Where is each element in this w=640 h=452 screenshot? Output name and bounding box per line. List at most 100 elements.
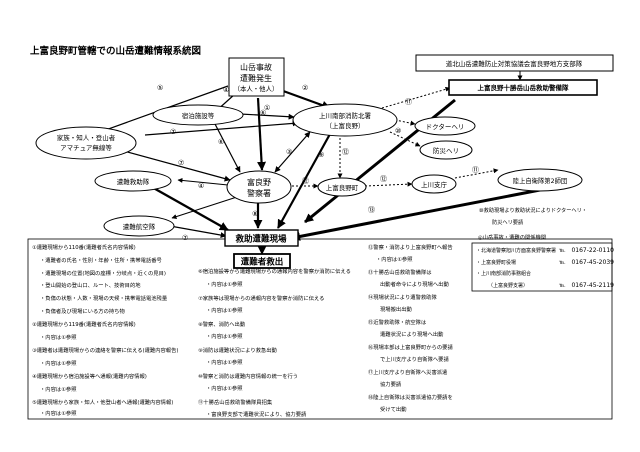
arrow-fire-police bbox=[274, 131, 311, 173]
node-air-team-label: 遭難航空隊 bbox=[123, 222, 156, 231]
arrow-town-kamikawa bbox=[364, 181, 413, 187]
contact-4-name: （上富良野支署） bbox=[488, 282, 528, 289]
node-doctor-heli-label: ドクターヘリ bbox=[426, 122, 465, 131]
num-10: ⑩ bbox=[395, 127, 401, 135]
note-c1-9: ・内容は①参照 bbox=[40, 361, 77, 367]
note-c1-1: ・遭難者の氏名・性別・年齢・住所・携帯電話番号 bbox=[40, 258, 162, 264]
note-c1-2: ・遭難現場の位置(地図の座標・分岐点・近くの見目) bbox=[40, 271, 166, 277]
diagram-title: 上富良野町管轄での山岳遭難情報系統図 bbox=[30, 45, 201, 57]
num-2: ② bbox=[302, 84, 308, 92]
note-c2-2: ⑦家族等は現場からの通報内容を警察か消防に伝える bbox=[198, 296, 325, 302]
contact-1-name: ・北海道警察旭川方面富良野警察署 bbox=[476, 247, 556, 254]
node-lodging bbox=[152, 104, 244, 126]
node-fire-line2: （上富良野） bbox=[326, 121, 365, 130]
step-numbers: ⑤ ④ ② ① ⑥ ⑦ ⑥ ③ ⑨ ⑫ ⑪ ⑩ ⑦ ④ ⑫ ⑫ ⑪ ⑧ ⑦ ⑬ bbox=[157, 84, 479, 242]
note-c1-8: ③遭難者は遭難現場からの連絡を警察に伝える(遭難内容報告) bbox=[32, 348, 179, 354]
note-c3-7: 遭難状況により現場へ出動 bbox=[380, 332, 444, 338]
arrow-family-fire bbox=[144, 120, 299, 136]
contact-3-name: ・上川南部消防事務組合 bbox=[476, 270, 531, 277]
node-police bbox=[226, 170, 292, 204]
arrow-airteam-site bbox=[169, 225, 227, 239]
note-c3-3: 出動者命令により現場へ出動 bbox=[380, 282, 449, 288]
note-c2-7: ・内容は①参照 bbox=[206, 360, 243, 366]
note-c3-11: 協力要請 bbox=[380, 382, 402, 388]
note-c3-1: ・内容は①参照 bbox=[376, 257, 413, 263]
num-6: ⑥ bbox=[260, 109, 266, 117]
contact-2-name: ・上富良野町役場 bbox=[476, 259, 516, 266]
note-c3-5: 現場搬出出動 bbox=[380, 307, 412, 313]
arrow-police-rescueteam bbox=[177, 177, 229, 186]
note-c2-10: ⑪十勝岳山岳救助警備隊員招集 bbox=[198, 400, 273, 406]
num-11: ⑪ bbox=[405, 98, 412, 106]
note-c3-8: ⑯現場本部は上富良野町からの要請 bbox=[368, 345, 453, 351]
contact-2-tel: ℡ 0167-45-2039 bbox=[558, 259, 614, 266]
note-c3-12: ⑱陸上自衛隊は災害派遣協力要請を bbox=[368, 395, 453, 401]
contact-4-tel: ℡ 0167-45-2119 bbox=[558, 282, 614, 289]
num-13: ⑬ bbox=[368, 206, 375, 214]
note-c2-6: ⑨消防は遭難状況により救急出動 bbox=[198, 348, 277, 354]
arrow-incident-police bbox=[256, 97, 267, 171]
note-c3-9: で上川支庁より自衛隊へ要請 bbox=[380, 357, 449, 363]
num-4: ④ bbox=[223, 86, 229, 94]
note-c1-3: ・登山開始の登山口、ルート、技術目的地 bbox=[40, 283, 141, 289]
node-air-team bbox=[103, 215, 175, 237]
num-5: ⑤ bbox=[157, 84, 163, 92]
contacts-heading: ◎山岳事故・遭難の関係機関 bbox=[478, 233, 546, 241]
num-7: ⑦ bbox=[170, 128, 176, 136]
note-c1-13: ・内容は①参照 bbox=[40, 411, 77, 417]
node-family bbox=[35, 126, 137, 160]
num-12: ⑫ bbox=[342, 148, 349, 156]
note-c1-7: ・内容は①参照 bbox=[40, 335, 77, 341]
note-c1-10: ④遭難現場から宿泊施設等へ通報(遭難内容情報) bbox=[32, 374, 147, 380]
num-8: ⑧ bbox=[252, 210, 258, 218]
arrow-sdf-site bbox=[291, 188, 541, 241]
arrow-rescueteam-site bbox=[149, 184, 229, 232]
num-14: ④ bbox=[198, 182, 204, 190]
node-town-label: 上富良野町 bbox=[326, 183, 359, 192]
note-c2-5: ・内容は①参照 bbox=[206, 334, 243, 340]
node-town bbox=[317, 177, 367, 197]
note-c3-4: ⑭現場状況により遭警救助隊 bbox=[368, 295, 437, 301]
node-site-label: 救助遭難現場 bbox=[235, 234, 287, 245]
contact-1-tel: ℡ 0167-22-0110 bbox=[558, 247, 614, 254]
num-1: ① bbox=[264, 104, 270, 112]
note-c3-0: ⑫警察・消防より上富良野町へ報告 bbox=[368, 245, 453, 251]
node-family-line1: 家族・知人・登山者 bbox=[57, 133, 116, 142]
num-3: ③ bbox=[286, 148, 292, 156]
node-lodging-label: 宿泊施設等 bbox=[182, 111, 215, 120]
node-incident-line1: 山岳事故 bbox=[240, 62, 272, 72]
num-6b: ⑥ bbox=[218, 138, 224, 146]
node-incident bbox=[228, 57, 285, 97]
node-kamifurano-unit-label: 上富良野十勝岳山岳救助警備隊 bbox=[478, 83, 570, 92]
node-incident-line2: 遭難発生 bbox=[240, 73, 272, 83]
side-note-line1: ⑩救助現場より救助状況によりドクターヘリ・ bbox=[479, 206, 587, 214]
node-family-line2: アマチュア無線等 bbox=[60, 143, 112, 152]
node-sdf bbox=[497, 168, 583, 192]
node-kamifurano-unit bbox=[448, 79, 598, 96]
node-association-label: 道北山岳遭難防止対策協議会富良野地方支部隊 bbox=[446, 59, 583, 68]
arrow-family-police bbox=[119, 149, 231, 182]
arrow-lodging-fire bbox=[239, 113, 295, 120]
note-c2-3: ・内容は①参照 bbox=[206, 308, 243, 314]
note-c2-11: ・富良野支部で遭難状況により、協力要請 bbox=[206, 412, 307, 418]
node-incident-line3: （本人・他人） bbox=[234, 84, 279, 93]
arrow-fire-unit bbox=[381, 86, 451, 109]
arrow-fire-site bbox=[277, 133, 331, 229]
node-association bbox=[415, 54, 614, 72]
num-9: ⑨ bbox=[318, 151, 324, 159]
note-c2-4: ⑧警察、消防へ出動 bbox=[198, 322, 246, 328]
note-c2-0: ⑥宿泊施設等から遭難現場からの通報内容を警察か消防に伝える bbox=[198, 269, 351, 275]
note-c1-6: ②遭難現場から119番(遭難者氏名内容情報) bbox=[32, 322, 136, 328]
note-c3-6: ⑮近警救助隊・航空隊は bbox=[368, 320, 427, 326]
node-kamikawa bbox=[411, 174, 457, 194]
num-11b: ⑪ bbox=[472, 166, 479, 174]
num-12b: ⑫ bbox=[302, 177, 309, 185]
node-police-line1: 富良野 bbox=[247, 177, 271, 187]
note-c2-9: ・内容は①参照 bbox=[206, 386, 243, 392]
note-c1-11: ・内容は①参照 bbox=[40, 387, 77, 393]
note-c1-5: ・負傷者及び現場にいる方の持ち物 bbox=[40, 309, 125, 315]
note-c1-4: ・負傷の状態・人数・現場の天候・携帯電話電池残量 bbox=[40, 296, 168, 302]
node-rescue-team bbox=[94, 170, 172, 192]
note-c3-10: ⑰上川支庁より自衛隊へ災害派遣 bbox=[368, 370, 448, 376]
